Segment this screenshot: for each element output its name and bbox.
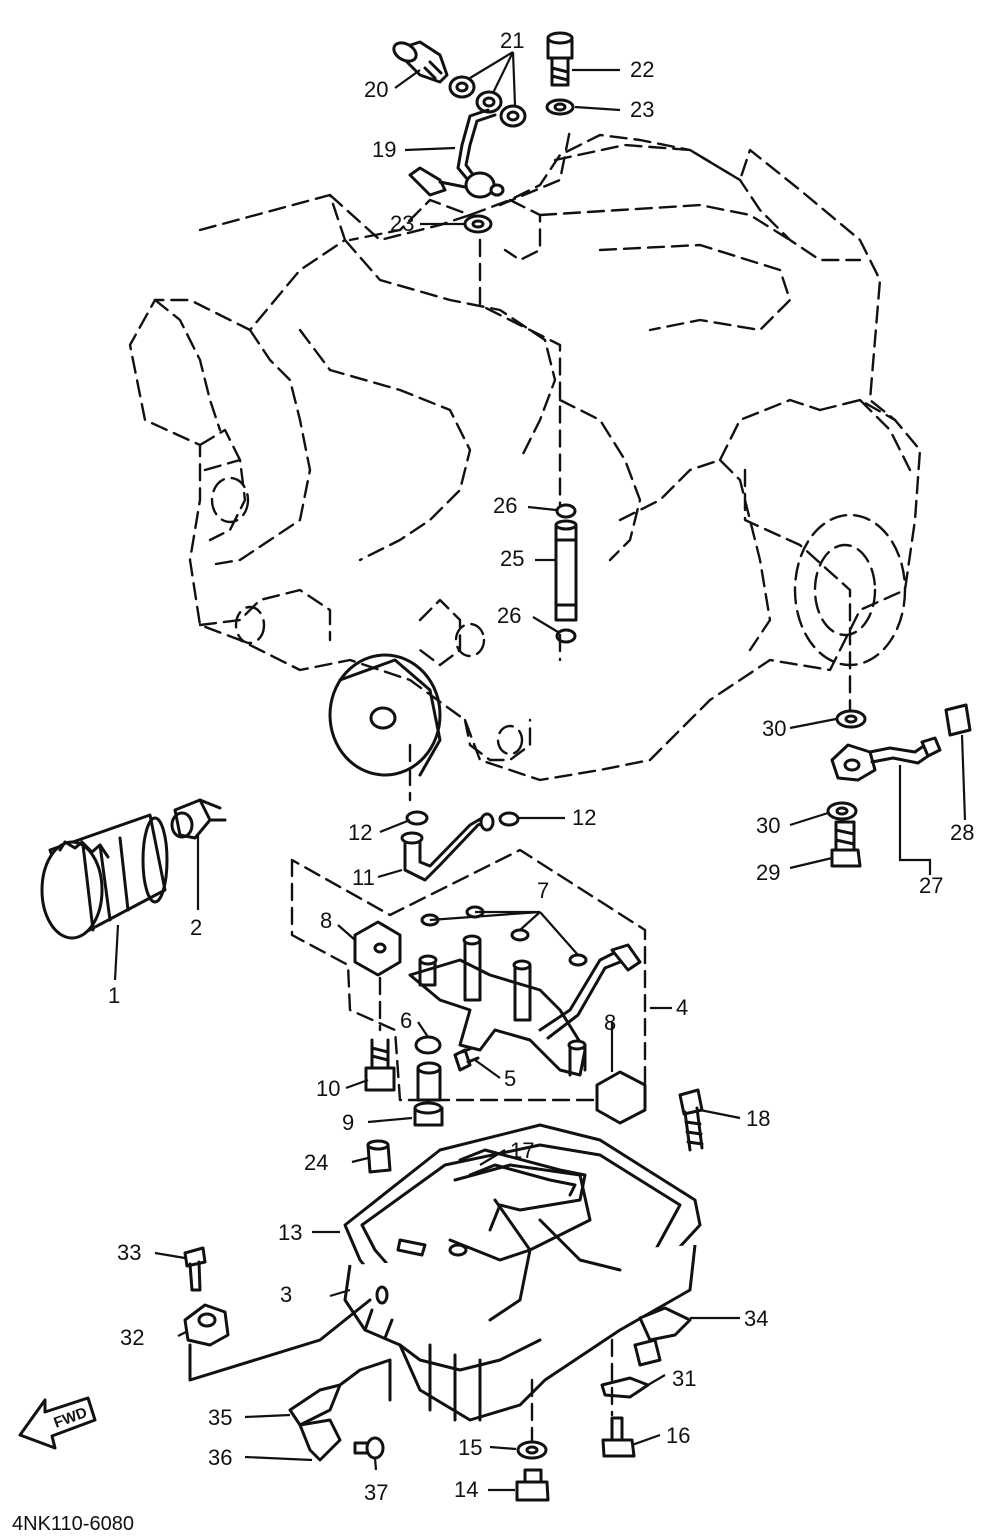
callout-25: 25	[500, 546, 524, 571]
callout-12-left: 12	[348, 820, 372, 845]
callout-3: 3	[280, 1282, 292, 1307]
callout-27: 27	[919, 873, 943, 898]
callout-18: 18	[746, 1106, 770, 1131]
callout-31: 31	[672, 1366, 696, 1391]
callout-26-lower: 26	[497, 603, 521, 628]
washer-15	[516, 1440, 548, 1460]
diagram-code: 4NK110-6080	[12, 1513, 134, 1535]
callout-33: 33	[117, 1240, 141, 1265]
washer-30-upper	[835, 709, 867, 729]
callout-23-lower: 23	[390, 211, 414, 236]
oil-pipe-11-assembly	[400, 810, 520, 882]
callout-13: 13	[278, 1220, 302, 1245]
callout-5: 5	[504, 1066, 516, 1091]
callout-30-upper: 30	[762, 716, 786, 741]
callout-21: 21	[500, 28, 524, 53]
bracket-34	[638, 1306, 692, 1342]
callout-29: 29	[756, 860, 780, 885]
oil-pipe-25-assembly	[554, 503, 578, 644]
relief-valve-10	[364, 1038, 396, 1092]
callout-24: 24	[304, 1150, 328, 1175]
plate-31	[600, 1376, 650, 1399]
washers-21	[448, 75, 527, 128]
fwd-arrow: FWD	[18, 1396, 97, 1450]
drain-bolt-14	[515, 1468, 550, 1502]
screw-37	[353, 1436, 385, 1460]
right-oil-pipe-assembly	[826, 703, 972, 868]
lower-parts	[183, 1088, 704, 1502]
engine-block-outline	[128, 128, 922, 802]
bracket-35	[288, 1383, 342, 1427]
callout-2: 2	[190, 915, 202, 940]
oil-filter-1	[40, 813, 169, 940]
clip-36	[298, 1418, 342, 1462]
bolt-22	[546, 31, 574, 87]
bolt-16	[601, 1416, 636, 1458]
oil-delivery-pipe-assembly	[392, 31, 575, 234]
cap-28	[944, 703, 972, 737]
callout-9: 9	[342, 1110, 354, 1135]
oil-pipe-19	[408, 108, 505, 199]
callout-6: 6	[400, 1008, 412, 1033]
callout-36: 36	[208, 1445, 232, 1470]
callout-11: 11	[352, 865, 375, 890]
washer-23-top	[545, 98, 575, 116]
banjo-27	[830, 743, 877, 782]
callout-17: 17	[510, 1138, 534, 1163]
callout-labels: 1 2 3 4 5 6 7 8 8 9 10 11 12 12 13 14 15…	[108, 28, 974, 1505]
callout-8-lower: 8	[604, 1010, 616, 1035]
washer-30-lower	[826, 801, 858, 821]
callout-10: 10	[316, 1076, 340, 1101]
leader-lines	[113, 51, 967, 1492]
spring-5	[453, 1046, 480, 1072]
callout-32: 32	[120, 1325, 144, 1350]
callout-16: 16	[666, 1423, 690, 1448]
union-2	[170, 798, 227, 840]
callout-7: 7	[537, 878, 549, 903]
callout-26-upper: 26	[493, 493, 517, 518]
callout-4: 4	[676, 995, 688, 1020]
block-8-upper	[353, 920, 402, 977]
callout-22: 22	[630, 57, 654, 82]
callout-34: 34	[744, 1306, 768, 1331]
bolt-18	[678, 1088, 704, 1152]
callout-19: 19	[372, 137, 396, 162]
callout-8-upper: 8	[320, 908, 332, 933]
callout-1: 1	[108, 983, 120, 1008]
callout-14: 14	[454, 1477, 478, 1502]
bolt-33	[183, 1246, 207, 1292]
oil-strainer-assembly-4	[290, 848, 647, 1127]
callout-23-top: 23	[630, 97, 654, 122]
callout-28: 28	[950, 820, 974, 845]
bolt-29	[830, 820, 862, 868]
callout-12-right: 12	[572, 805, 596, 830]
oil-pan-3	[343, 1123, 702, 1422]
callout-37: 37	[364, 1480, 388, 1505]
block-8-lower	[595, 1070, 647, 1125]
washer-23-lower	[463, 214, 493, 234]
o-ring-6	[414, 1035, 442, 1055]
callout-30-lower: 30	[756, 813, 780, 838]
callout-15: 15	[458, 1435, 482, 1460]
callout-35: 35	[208, 1405, 232, 1430]
callout-20: 20	[364, 77, 388, 102]
union-bolt-20	[392, 40, 449, 84]
